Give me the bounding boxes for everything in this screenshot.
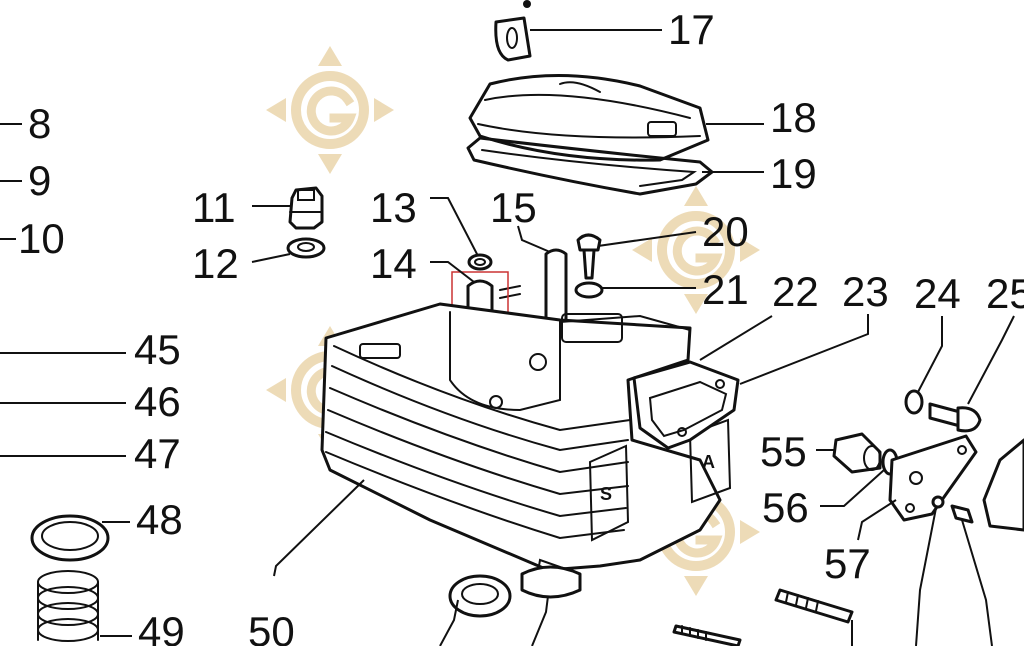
part-48-seal-ring (30, 514, 110, 562)
callout-56: 56 (762, 484, 809, 531)
part-small-plug (950, 504, 974, 524)
callout-46: 46 (134, 378, 181, 425)
callout-22: 22 (772, 268, 819, 315)
part-22-23-cover-plate (632, 360, 740, 450)
callout-50: 50 (248, 608, 295, 646)
part-11-nut (288, 186, 324, 230)
part-21-washer (574, 281, 604, 299)
leader-15 (517, 225, 551, 253)
callout-25: 25 (986, 270, 1024, 317)
part-12-washer (286, 237, 326, 259)
leader-25 (967, 315, 1015, 405)
callout-20: 20 (702, 208, 749, 255)
callout-12: 12 (192, 240, 239, 287)
part-20-screw (576, 233, 602, 280)
part-15-stud (544, 248, 568, 324)
part-13-ring (467, 253, 493, 271)
part-bottom-stud-1 (672, 624, 742, 646)
callout-47: 47 (134, 430, 181, 477)
callout-57: 57 (824, 540, 871, 587)
part-bottom-seal-2 (520, 565, 582, 599)
callout-14: 14 (370, 240, 417, 287)
callout-23: 23 (842, 268, 889, 315)
leader-14 (430, 261, 475, 283)
leader-plug (961, 519, 993, 646)
part-57-flange (888, 434, 978, 522)
part-25-screw (928, 402, 982, 433)
part-bottom-stud-2 (774, 588, 854, 624)
callout-45: 45 (134, 326, 181, 373)
callout-labels: 8 9 10 11 12 13 14 15 17 18 19 20 21 22 … (18, 6, 1024, 646)
leader-56 (820, 469, 885, 507)
callout-48: 48 (136, 496, 183, 543)
callout-24: 24 (914, 270, 961, 317)
part-18-valve-cover (468, 73, 710, 162)
part-50-cylinder-head (320, 302, 732, 592)
face-mark-a: A (702, 452, 715, 472)
leader-12 (251, 253, 291, 263)
leader-22 (699, 315, 773, 361)
callout-9: 9 (28, 157, 51, 204)
part-49-spring (37, 570, 99, 642)
parts-layer: S A (30, 0, 1024, 646)
callout-17: 17 (668, 6, 715, 53)
callout-8: 8 (28, 100, 51, 147)
callout-11: 11 (192, 184, 236, 231)
leader-13 (430, 197, 479, 257)
callout-18: 18 (770, 94, 817, 141)
leader-57 (857, 499, 897, 541)
leader-20 (597, 231, 697, 247)
callout-19: 19 (770, 150, 817, 197)
leader-23 (739, 314, 869, 385)
leader-seal-1 (439, 599, 459, 646)
part-bottom-seal-1 (448, 574, 512, 618)
callout-13: 13 (370, 184, 417, 231)
callout-10: 10 (18, 215, 65, 262)
leader-lines (0, 29, 1015, 646)
part-24-washer (904, 389, 924, 415)
leader-seal-2 (531, 595, 549, 646)
callout-15: 15 (490, 184, 537, 231)
leader-50 (273, 479, 365, 577)
callout-21: 21 (702, 266, 749, 313)
callout-49: 49 (138, 608, 185, 646)
part-17-bracket (494, 0, 532, 62)
g-diamond-logo-icon (266, 46, 394, 174)
part-55-bushing (832, 432, 882, 474)
leader-ball (915, 507, 937, 646)
part-small-ball (931, 495, 945, 509)
callout-55: 55 (760, 428, 807, 475)
leader-24 (917, 316, 943, 393)
part-right-edge-bracket (982, 438, 1024, 532)
g-diamond-logo-icon (632, 186, 760, 314)
face-mark-s: S (600, 484, 612, 504)
